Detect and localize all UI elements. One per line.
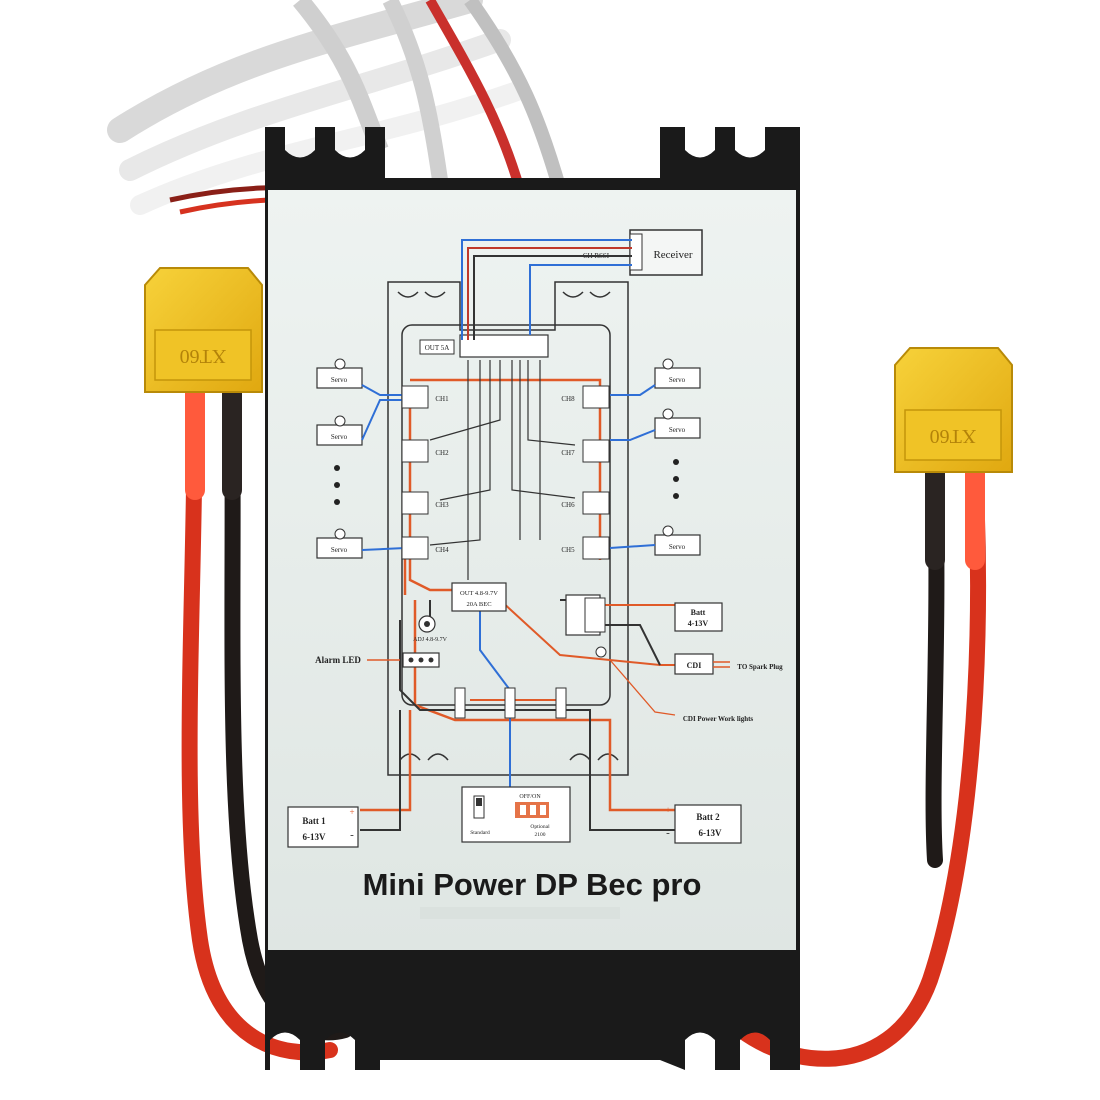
- batt1-line2: 6-13V: [303, 832, 326, 842]
- bec-line2: 20A BEC: [466, 601, 491, 608]
- batt2-line2: 6-13V: [699, 828, 722, 838]
- left-channel-headers: CH1 CH2 CH3 CH4: [401, 385, 449, 560]
- switch-off-on-label: OFF/ON: [519, 794, 541, 800]
- servo-left-1: Servo: [316, 358, 405, 396]
- cdi-power-module: [565, 594, 607, 658]
- product-title: Mini Power DP Bec pro: [363, 867, 702, 902]
- bec-block: OUT 4.8-9.7V 20A BEC: [451, 582, 507, 612]
- ch-left-3-label: CH3: [435, 501, 449, 509]
- xt60-left-connector: XT60: [144, 267, 263, 393]
- batt1-block: Batt 1 6-13V + -: [287, 806, 359, 848]
- out-top-label: OUT 5A: [425, 344, 450, 352]
- batt1-line1: Batt 1: [302, 816, 326, 826]
- batt2-line1: Batt 2: [696, 812, 720, 822]
- servo-left-3-label: Servo: [331, 546, 348, 554]
- servo-right-1-label: Servo: [669, 376, 686, 384]
- bec-line1: OUT 4.8-9.7V: [460, 590, 498, 597]
- faded-subtitle-strip: [420, 907, 620, 919]
- ch-left-2: CH2: [401, 439, 449, 463]
- bottom-mini-connectors: [454, 687, 567, 719]
- batt2-block: Batt 2 6-13V + -: [665, 804, 742, 844]
- switch-optional-label: Optional: [530, 824, 550, 830]
- servo-right-3-label: Servo: [669, 543, 686, 551]
- batt-right-top: Batt 4-13V: [674, 602, 723, 632]
- ch-left-1: CH1: [401, 385, 449, 409]
- left-servo-group: Servo Servo Servo: [316, 358, 406, 559]
- ch-right-6-label: CH6: [561, 501, 575, 509]
- xt60-right-connector: XT60: [894, 347, 1013, 473]
- batt1-plus: +: [349, 807, 354, 817]
- ch-left-3: CH3: [401, 491, 449, 515]
- alarm-led-label: Alarm LED: [315, 655, 361, 665]
- cdi-block: CDI TO Spark Plug: [674, 653, 783, 675]
- batt2-minus: -: [666, 827, 670, 839]
- ch-right-5-label: CH5: [561, 546, 575, 554]
- right-channel-headers: CH8 CH7 CH6 CH5: [561, 385, 610, 560]
- batt-right-top-line1: Batt: [691, 608, 706, 617]
- servo-left-3: Servo: [316, 528, 406, 559]
- switch-optional-2-label: 2100: [535, 832, 546, 838]
- cdi-power-note: CDI Power Work lights: [609, 659, 754, 723]
- header-strip: OUT 5A: [419, 334, 549, 358]
- servo-left-2: Servo: [316, 399, 405, 446]
- adj-knob: ADJ 4.8-9.7V: [413, 615, 448, 643]
- ch-left-4-label: CH4: [435, 546, 449, 554]
- alarm-led-block: Alarm LED: [315, 652, 440, 668]
- power-switch-block: OFF/ON Standard Optional 2100: [461, 786, 571, 843]
- ch-right-7-label: CH7: [561, 449, 575, 457]
- ch-left-2-label: CH2: [435, 449, 449, 457]
- ch-right-7: CH7: [561, 439, 610, 463]
- batt-right-top-line2: 4-13V: [688, 619, 709, 628]
- ch-right-6: CH6: [561, 491, 610, 515]
- xt60-right-label: XT60: [930, 425, 977, 447]
- servo-left-2-label: Servo: [331, 433, 348, 441]
- servo-right-1: Servo: [610, 358, 701, 396]
- ch-right-8-label: CH8: [561, 395, 575, 403]
- right-servo-group: Servo Servo Servo: [609, 358, 701, 556]
- adj-label: ADJ 4.8-9.7V: [413, 637, 447, 643]
- ch-left-1-label: CH1: [435, 395, 449, 403]
- cdi-label: CDI: [687, 661, 702, 670]
- ch-right-8: CH8: [561, 385, 610, 409]
- batt2-plus: +: [665, 805, 670, 815]
- batt1-minus: -: [350, 829, 354, 841]
- switch-standard-label: Standard: [470, 830, 490, 836]
- ch-right-5: CH5: [561, 536, 610, 560]
- receiver-label: Receiver: [653, 249, 692, 261]
- servo-left-1-label: Servo: [331, 376, 348, 384]
- cdi-power-label: CDI Power Work lights: [683, 715, 754, 723]
- servo-right-3: Servo: [609, 525, 701, 556]
- servo-right-2-label: Servo: [669, 426, 686, 434]
- xt60-left-label: XT60: [180, 345, 227, 367]
- servo-right-2: Servo: [610, 408, 701, 441]
- spark-plug-label: TO Spark Plug: [737, 663, 783, 671]
- wiring-diagram: Receiver CH RSSI OUT 5A: [287, 229, 783, 848]
- ch-left-4: CH4: [401, 536, 449, 560]
